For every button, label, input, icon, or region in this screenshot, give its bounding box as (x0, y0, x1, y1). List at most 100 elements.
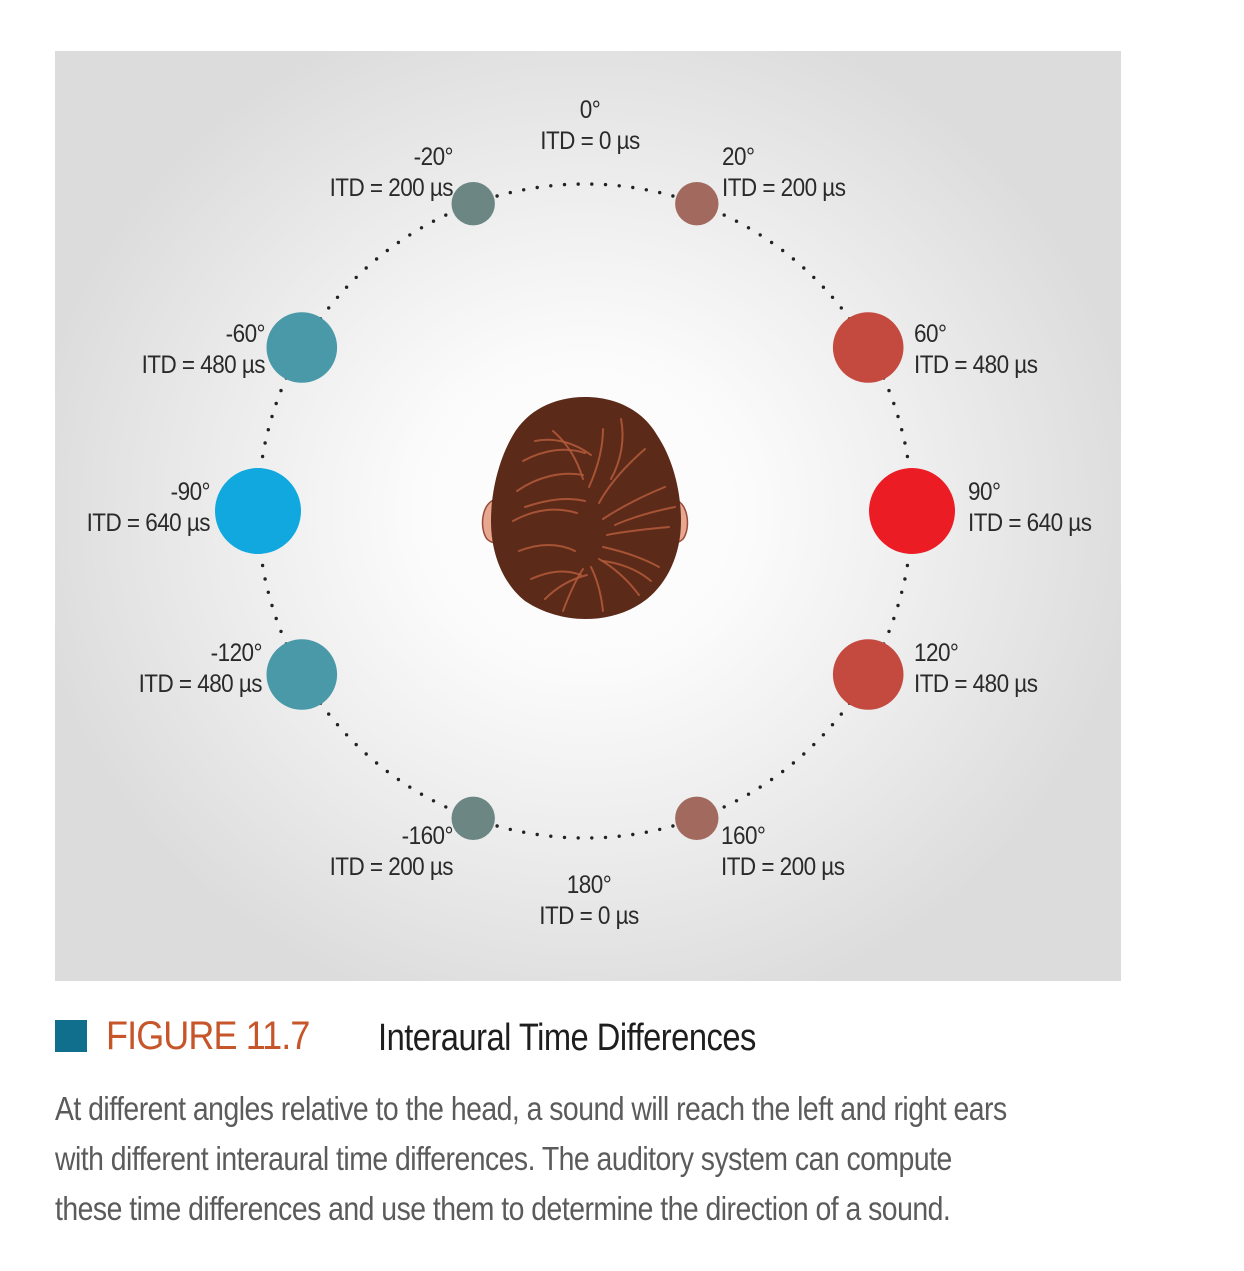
circle-dot (408, 233, 412, 237)
circle-dot (830, 295, 835, 299)
circle-dot (535, 185, 539, 190)
circle-dot (900, 590, 904, 594)
circle-dot (671, 824, 675, 828)
source-marker-160 (675, 796, 719, 840)
circle-dot (821, 285, 826, 289)
source-label-minus-60: -60° ITD = 480 µs (128, 319, 266, 381)
itd-label: ITD = 0 µs (539, 902, 639, 930)
circle-dot (769, 777, 774, 782)
itd-label: ITD = 200 µs (329, 853, 454, 881)
angle-label: 160° (721, 822, 766, 850)
circle-dot (812, 275, 816, 280)
circle-dot (905, 563, 910, 568)
circle-dot (576, 182, 580, 186)
circle-dot (644, 830, 648, 834)
hair-strand (588, 428, 604, 488)
circle-dot (444, 213, 448, 217)
source-label-90: 90° ITD = 640 µs (968, 477, 1092, 539)
circle-dot (658, 827, 662, 832)
circle-dot (746, 792, 751, 796)
circle-dot (344, 733, 349, 737)
circle-dot (263, 441, 267, 445)
angle-label: -60° (225, 320, 266, 348)
source-label-minus-160: -160° ITD = 200 µs (316, 821, 454, 883)
angle-label: -120° (210, 639, 263, 667)
source-marker-minus-120 (266, 639, 338, 710)
hair-strand (602, 546, 660, 568)
circle-dot (839, 306, 843, 310)
circle-dot (892, 401, 896, 406)
hair-strand (562, 568, 584, 612)
hair-strand (530, 570, 582, 580)
circle-dot (495, 194, 499, 198)
circle-dot (344, 285, 349, 289)
circle-dot (562, 182, 567, 187)
circle-dot (270, 603, 274, 608)
source-marker-minus-90 (215, 468, 301, 554)
source-label-20: 20° ITD = 200 µs (722, 142, 846, 204)
circle-dot (791, 257, 796, 261)
hair-strand (602, 486, 666, 520)
caption-line: these time differences and use them to d… (55, 1190, 951, 1227)
source-label-120: 120° ITD = 480 µs (914, 638, 1038, 700)
circle-dot (495, 824, 499, 828)
circle-dot (781, 769, 785, 774)
circle-dot (887, 388, 891, 393)
circle-dot (364, 266, 368, 270)
circle-dot (892, 616, 896, 621)
angle-label: 60° (914, 320, 947, 348)
hair-strand (512, 508, 578, 522)
circle-dot (522, 188, 526, 192)
circle-dot (812, 742, 816, 747)
source-label-60: 60° ITD = 480 µs (914, 319, 1038, 381)
circle-dot (734, 219, 739, 223)
circle-dot (900, 428, 904, 432)
circle-dot (508, 190, 512, 195)
source-marker-20 (675, 182, 719, 226)
circle-dot (839, 712, 843, 716)
source-marker-90 (869, 468, 955, 554)
circle-dot (522, 830, 526, 834)
circle-dot (671, 194, 675, 198)
hair-strand (516, 472, 584, 492)
angle-label: 90° (968, 478, 1001, 506)
angle-label: 180° (566, 871, 612, 899)
circle-dot (631, 832, 635, 837)
circle-dot (722, 805, 726, 809)
circle-dot (274, 401, 278, 406)
source-marker-120 (832, 639, 904, 710)
circle-dot (830, 723, 835, 727)
circle-dot (327, 712, 331, 716)
circle-dot (335, 295, 340, 299)
source-marker-minus-160 (451, 796, 495, 840)
circle-dot (576, 836, 580, 840)
circle-dot (734, 799, 739, 803)
caption-square-icon (55, 1020, 87, 1052)
source-label-minus-90: -90° ITD = 640 µs (71, 477, 211, 539)
source-marker-minus-20 (451, 182, 495, 226)
circle-dot (431, 219, 436, 223)
hair-strand (590, 566, 604, 612)
hair-strand (614, 506, 676, 526)
circle-dot (746, 226, 751, 230)
itd-label: ITD = 640 µs (968, 509, 1092, 537)
itd-label: ITD = 640 µs (86, 509, 211, 537)
itd-label: ITD = 200 µs (329, 174, 454, 202)
hair-strand (602, 560, 652, 582)
hair-strand (534, 438, 592, 456)
circle-dot (896, 603, 900, 608)
circle-dot (396, 240, 401, 245)
angle-label: -160° (401, 822, 454, 850)
circle-dot (266, 428, 270, 432)
circle-dot (535, 832, 539, 837)
itd-diagram (215, 182, 955, 840)
circle-dot (374, 257, 379, 261)
circle-dot (408, 785, 412, 789)
circle-dot (617, 184, 621, 188)
circle-dot (821, 733, 826, 737)
circle-dot (335, 723, 340, 727)
figure-title: Interaural Time Differences (378, 1017, 756, 1059)
circle-dot (562, 835, 567, 840)
circle-dot (279, 388, 283, 393)
circle-dot (260, 454, 265, 459)
